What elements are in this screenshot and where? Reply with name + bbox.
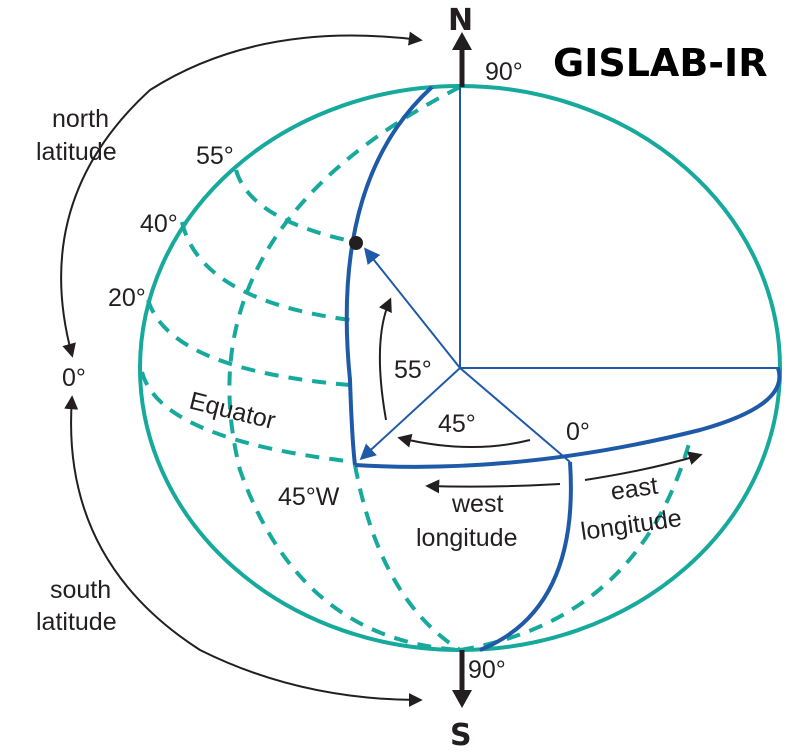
latitude-0-label: 0° xyxy=(62,364,86,392)
pole-arrows xyxy=(452,32,472,708)
north-latitude-line1: north xyxy=(52,105,109,133)
latitude-arrows xyxy=(60,31,423,707)
west-longitude-arrow xyxy=(425,479,561,494)
west-longitude-line1: west xyxy=(451,490,503,518)
latitude-angle-arrow xyxy=(378,297,392,421)
north-pole-angle: 90° xyxy=(485,58,523,86)
latitude-55-label: 55° xyxy=(196,142,234,170)
dashed-latitude-40 xyxy=(180,221,351,322)
prime-meridian-angle: 0° xyxy=(566,418,590,446)
south-latitude-line2: latitude xyxy=(36,608,117,636)
east-longitude-line2: longitude xyxy=(579,504,683,546)
south-pole-label: S xyxy=(450,718,472,753)
meridian-45w xyxy=(344,85,434,466)
south-latitude-arrow xyxy=(64,395,423,707)
location-point xyxy=(349,236,363,250)
dashed-latitude-20 xyxy=(146,299,351,387)
west-longitude-line2: longitude xyxy=(416,524,517,552)
south-latitude-line1: south xyxy=(50,576,111,604)
latitude-40-label: 40° xyxy=(140,210,178,238)
north-latitude-arrow xyxy=(60,31,423,358)
north-pole-label: N xyxy=(448,3,473,38)
brand-logo: GISLAB-IR xyxy=(553,41,767,85)
east-longitude-arrow xyxy=(584,451,703,481)
angle-arrows xyxy=(378,297,703,494)
dashed-meridian-45w-lower xyxy=(353,464,462,652)
point-longitude-angle: 45° xyxy=(438,410,476,438)
east-longitude-line1: east xyxy=(609,472,660,506)
axes xyxy=(359,87,780,463)
radius-to-0 xyxy=(459,367,571,463)
meridian-0-lower xyxy=(479,461,573,652)
north-latitude-line2: latitude xyxy=(36,138,117,166)
dashed-latitude-55 xyxy=(234,169,356,244)
point-latitude-angle: 55° xyxy=(394,356,432,384)
latitude-20-label: 20° xyxy=(108,284,146,312)
longitude-angle-arrow xyxy=(397,433,531,448)
equator-front xyxy=(354,367,782,469)
south-pole-angle: 90° xyxy=(468,656,506,684)
meridian-45w-label: 45°W xyxy=(278,483,340,511)
